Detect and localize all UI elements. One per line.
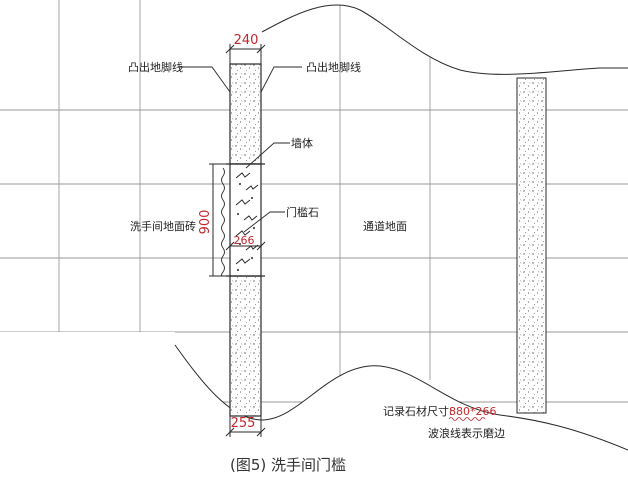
threshold-wavy-edge — [221, 167, 225, 277]
note-prefix: 记录石材尺寸: — [383, 404, 453, 418]
upper-break-mask-2 — [262, 0, 628, 75]
dim-255 — [225, 416, 266, 437]
note-size: 880*266 — [449, 405, 497, 418]
label-washroom-tile: 洗手间地面砖 — [130, 219, 196, 233]
dim-240 — [225, 44, 266, 64]
dim-900-label: 900 — [198, 210, 213, 235]
right-wall-column — [516, 77, 547, 414]
leader-lines — [178, 66, 302, 233]
dim-240-label: 240 — [234, 33, 259, 48]
label-corridor-floor: 通道地面 — [363, 219, 407, 233]
dim-266-label: 266 — [234, 234, 255, 247]
label-skirting-left: 凸出地脚线 — [128, 60, 183, 74]
threshold-column — [226, 63, 265, 417]
upper-break-line — [261, 4, 628, 75]
label-wall: 墙体 — [291, 136, 313, 150]
note-wavy-mark — [448, 417, 486, 421]
dim-266 — [225, 241, 266, 251]
dim-255-label: 255 — [231, 416, 256, 431]
note-line2: 波浪线表示磨边 — [428, 426, 505, 440]
label-threshold-stone: 门槛石 — [286, 205, 319, 219]
dim-900 — [209, 163, 228, 277]
label-skirting-right: 凸出地脚线 — [306, 60, 361, 74]
figure-caption: (图5) 洗手间门槛 — [230, 456, 346, 474]
